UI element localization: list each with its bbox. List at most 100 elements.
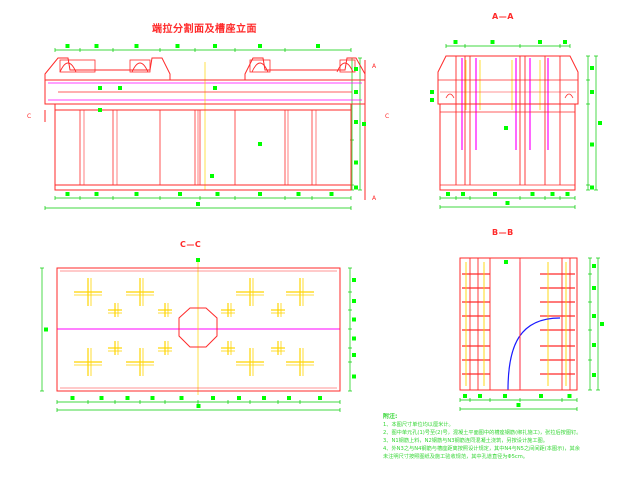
note-line-3: 3、N1钢筋上料，N2钢筋与N3钢筋连同混凝土浇筑，另按设计施工图。: [383, 438, 548, 444]
dimension-marker: [354, 120, 358, 124]
dimension-marker: [567, 394, 572, 398]
dimension-marker: [262, 396, 266, 400]
dimension-marker: [210, 174, 214, 178]
dimension-marker: [258, 44, 262, 48]
dimension-marker: [592, 343, 596, 347]
note-line-5: 未注明尺寸按照图纸及施工验收规范，其中孔道直径为Φ5cm。: [383, 454, 528, 460]
anchor-arc: [251, 62, 269, 73]
dimension-marker: [99, 396, 104, 400]
cut-label-c-left: C: [27, 113, 31, 120]
dimension-marker: [592, 314, 596, 318]
dimension-marker: [296, 192, 301, 196]
dimension-marker: [179, 396, 184, 400]
dimension-marker: [352, 353, 356, 357]
anchor-seat: [249, 59, 271, 73]
dimension-marker: [175, 44, 180, 48]
notes-block: 附注: 1、本图尺寸单位均以厘米计。 2、图中单元孔(1)号至(2)号，混凝土平…: [383, 413, 638, 461]
cut-label-a-bottom: A: [372, 195, 377, 202]
dimension-marker: [592, 286, 596, 290]
dimension-marker: [118, 86, 122, 90]
dimension-marker: [70, 396, 75, 400]
dimension-marker: [592, 264, 596, 268]
dimension-marker: [65, 44, 70, 48]
plan-body: [56, 267, 341, 392]
dimension-marker: [550, 192, 555, 196]
dimension-marker: [352, 317, 356, 322]
dimension-marker: [98, 86, 102, 90]
notes-heading: 附注:: [383, 413, 398, 420]
section-b-body: [459, 257, 578, 391]
note-line-2: 2、图中单元孔(1)号至(2)号，混凝土平面图中的槽座钢筋(绑扎施工)，张拉后按…: [383, 430, 582, 436]
dimension-marker: [590, 66, 594, 70]
dimension-marker: [287, 396, 291, 400]
anchor-arc: [59, 62, 77, 73]
dimension-marker: [538, 40, 542, 44]
cut-label-c-right: C: [385, 113, 389, 120]
dimension-marker: [493, 192, 497, 196]
dimension-marker: [505, 201, 510, 205]
dimension-marker: [318, 396, 322, 400]
section-c-title: C—C: [180, 240, 202, 249]
outline-layer: [44, 55, 579, 392]
elevation-body: [54, 103, 352, 191]
anchor-seat: [129, 59, 151, 73]
dimension-marker: [329, 192, 334, 196]
dimension-marker: [196, 404, 201, 408]
dimension-marker: [134, 44, 139, 48]
dimension-marker: [590, 142, 594, 147]
dimension-marker: [490, 40, 495, 44]
dimension-marker: [430, 98, 434, 102]
dimension-marker: [316, 44, 320, 48]
dimension-marker: [211, 396, 215, 400]
note-line-1: 1、本图尺寸单位均以厘米计。: [383, 422, 454, 428]
dimension-marker: [478, 394, 482, 398]
dimension-marker: [178, 192, 182, 196]
dimension-marker: [461, 192, 465, 196]
dimension-marker: [563, 40, 567, 44]
dimension-marker: [354, 160, 358, 165]
section-a-title: A—A: [492, 12, 514, 21]
dimension-marker: [354, 90, 358, 94]
dimension-marker: [258, 142, 262, 146]
marker-layer: [44, 40, 604, 408]
dimension-marker: [94, 192, 99, 196]
anchor-arc: [336, 62, 354, 73]
elevation-title: 端拉分割面及槽座立面: [152, 24, 257, 35]
dimension-marker: [237, 396, 241, 400]
elevation-cap: [44, 57, 366, 105]
dimension-marker: [530, 192, 535, 196]
section-b-duct-curve: [507, 317, 561, 391]
dimension-marker: [504, 126, 508, 130]
cut-label-a-top: A: [372, 63, 377, 70]
dimension-marker: [504, 260, 508, 264]
dimension-marker: [590, 90, 594, 94]
dimension-marker: [598, 121, 602, 125]
section-a-arc: [445, 93, 455, 99]
anchor-seat: [59, 59, 96, 73]
dimension-marker: [352, 336, 356, 341]
dimension-marker: [258, 192, 262, 196]
dimension-marker: [565, 192, 570, 196]
anchor-arc: [131, 62, 149, 73]
dimension-marker: [213, 44, 217, 48]
section-a-cap: [437, 55, 579, 105]
dimension-marker: [215, 192, 220, 196]
dimension-marker: [352, 278, 356, 282]
note-line-4: 4、外N3之与N4钢筋与槽座距离按照设计规定，其中N4与N5之间间距(本图示)，…: [383, 446, 580, 452]
dimension-marker: [539, 394, 543, 398]
dimension-marker: [196, 202, 200, 206]
dimension-marker: [65, 192, 70, 196]
section-a-body: [439, 103, 576, 191]
dimension-marker: [98, 108, 102, 112]
rebar-layer: [48, 58, 575, 395]
dimension-marker: [430, 90, 434, 94]
dimension-marker: [516, 403, 521, 407]
dimension-marker: [354, 67, 358, 71]
dimension-marker: [592, 373, 596, 377]
dimension-marker: [44, 327, 48, 332]
plan-duct-opening: [178, 307, 218, 348]
dimension-marker: [352, 374, 356, 379]
dimension-marker: [134, 192, 139, 196]
